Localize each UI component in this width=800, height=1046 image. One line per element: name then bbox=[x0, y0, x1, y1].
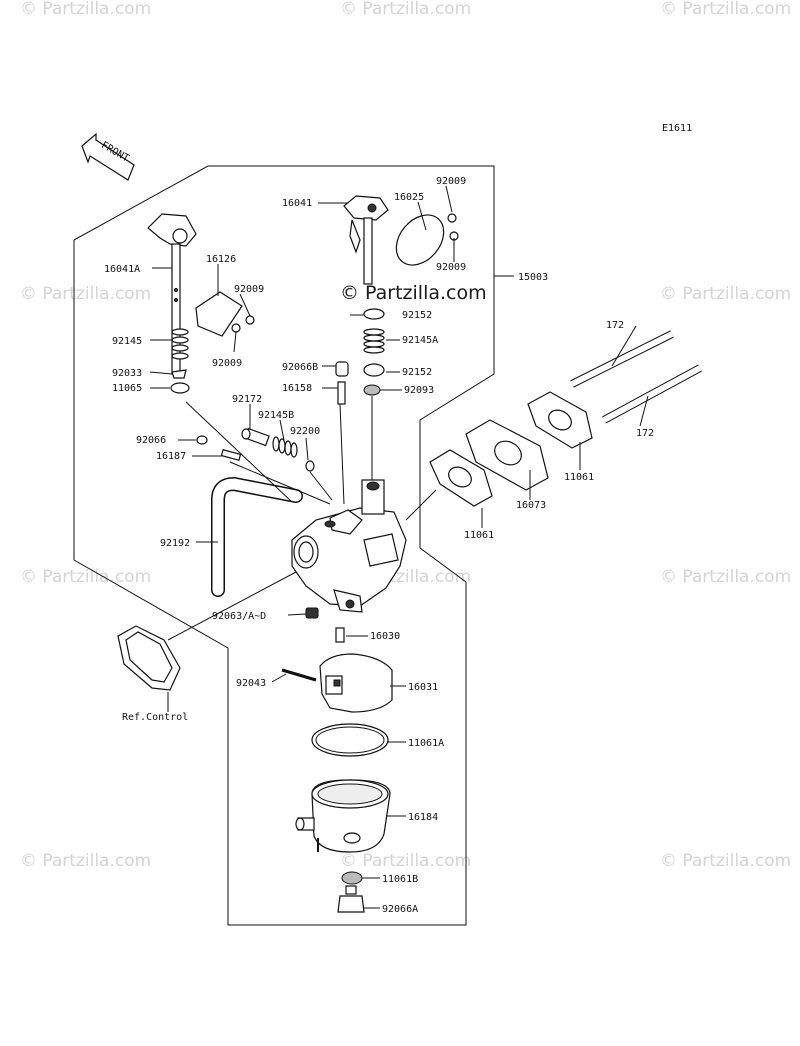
watermark: © Partzilla.com bbox=[660, 851, 791, 871]
front-arrow-icon: FRONT bbox=[81, 132, 135, 181]
seal-icon bbox=[363, 384, 381, 396]
jet-icon bbox=[337, 381, 346, 405]
label-92145A: 92145A bbox=[402, 335, 438, 346]
screw-icon bbox=[231, 323, 241, 333]
watermark: © Partzilla.com bbox=[340, 0, 471, 19]
float bbox=[319, 653, 393, 713]
washer-icon bbox=[363, 308, 385, 320]
spring-icon bbox=[272, 436, 298, 458]
watermark: © Partzilla.com bbox=[660, 284, 791, 304]
stud-bolt-icon bbox=[570, 330, 702, 424]
label-172: 172 bbox=[636, 428, 654, 439]
drain-bolt-icon bbox=[337, 885, 365, 913]
label-92009: 92009 bbox=[436, 176, 466, 187]
label-92066A: 92066A bbox=[382, 904, 418, 915]
choke-shaft-right bbox=[343, 195, 389, 285]
screw-icon bbox=[447, 213, 457, 223]
float-bowl bbox=[295, 779, 391, 853]
assembly-outline bbox=[73, 165, 514, 926]
seal-icon bbox=[170, 382, 190, 394]
label-16184: 16184 bbox=[408, 812, 438, 823]
label-92145B: 92145B bbox=[258, 410, 294, 421]
main-jet-icon bbox=[335, 627, 345, 643]
label-92009: 92009 bbox=[436, 262, 466, 273]
watermark: © Partzilla.com bbox=[20, 851, 151, 871]
figure-code: E1611 bbox=[662, 123, 692, 134]
label-16041: 16041 bbox=[282, 198, 312, 209]
o-ring-icon bbox=[311, 723, 389, 757]
spring-icon bbox=[171, 328, 189, 360]
screw-icon bbox=[220, 449, 242, 461]
watermark: © Partzilla.com bbox=[20, 284, 151, 304]
label-16126: 16126 bbox=[206, 254, 236, 265]
watermark: © Partzilla.com bbox=[20, 567, 151, 587]
label-16073: 16073 bbox=[516, 500, 546, 511]
watermark: © Partzilla.com bbox=[20, 0, 151, 19]
gasket-icon bbox=[341, 871, 363, 885]
label-92043: 92043 bbox=[236, 678, 266, 689]
label-16158: 16158 bbox=[282, 383, 312, 394]
label-16030: 16030 bbox=[370, 631, 400, 642]
label-92066: 92066 bbox=[136, 435, 166, 446]
label-92200: 92200 bbox=[290, 426, 320, 437]
plug-icon bbox=[196, 435, 208, 445]
part-labels: 16041 16025 92009 92009 15003 16041A 161… bbox=[104, 176, 654, 915]
label-92033: 92033 bbox=[112, 368, 142, 379]
float-pin-icon bbox=[281, 668, 317, 682]
throttle-shaft-left bbox=[147, 213, 197, 375]
label-16187: 16187 bbox=[156, 451, 186, 462]
watermark: © Partzilla.com bbox=[340, 851, 471, 871]
intake-gasket-2 bbox=[527, 391, 593, 449]
watermark: © Partzilla.com bbox=[660, 0, 791, 19]
pilot-screw-icon bbox=[241, 427, 270, 447]
choke-plate bbox=[395, 214, 445, 266]
label-92152: 92152 bbox=[402, 367, 432, 378]
label-11061: 11061 bbox=[564, 472, 594, 483]
throttle-plate bbox=[195, 291, 243, 337]
label-11061: 11061 bbox=[464, 530, 494, 541]
watermark: © Partzilla.com bbox=[660, 567, 791, 587]
gasket-ref-control bbox=[117, 625, 181, 691]
label-92066B: 92066B bbox=[282, 362, 318, 373]
label-92093: 92093 bbox=[404, 385, 434, 396]
carburetor-body bbox=[291, 479, 407, 613]
screw-icon bbox=[245, 315, 255, 325]
label-ref-control: Ref.Control bbox=[122, 712, 188, 723]
label-11061B: 11061B bbox=[382, 874, 418, 885]
label-11065: 11065 bbox=[112, 383, 142, 394]
label-11061A: 11061A bbox=[408, 738, 444, 749]
label-92009: 92009 bbox=[212, 358, 242, 369]
label-92172: 92172 bbox=[232, 394, 262, 405]
insulator-spacer bbox=[465, 419, 549, 491]
leader-lines bbox=[149, 185, 649, 909]
label-92152: 92152 bbox=[402, 310, 432, 321]
label-15003: 15003 bbox=[518, 272, 548, 283]
plug-icon bbox=[335, 361, 349, 377]
watermark-main: © Partzilla.com bbox=[340, 282, 487, 304]
label-16031: 16031 bbox=[408, 682, 438, 693]
drain-screw-icon bbox=[305, 607, 319, 619]
label-92063: 92063/A~D bbox=[212, 611, 266, 622]
o-ring-icon bbox=[305, 460, 315, 472]
label-92145: 92145 bbox=[112, 336, 142, 347]
label-92192: 92192 bbox=[160, 538, 190, 549]
label-16025: 16025 bbox=[394, 192, 424, 203]
intake-gasket-1 bbox=[429, 449, 493, 507]
label-172: 172 bbox=[606, 320, 624, 331]
label-92009: 92009 bbox=[234, 284, 264, 295]
spring-icon bbox=[363, 328, 385, 354]
washer-icon bbox=[363, 363, 385, 377]
label-16041A: 16041A bbox=[104, 264, 140, 275]
fuel-hose bbox=[211, 476, 303, 597]
clip-icon bbox=[171, 369, 187, 379]
